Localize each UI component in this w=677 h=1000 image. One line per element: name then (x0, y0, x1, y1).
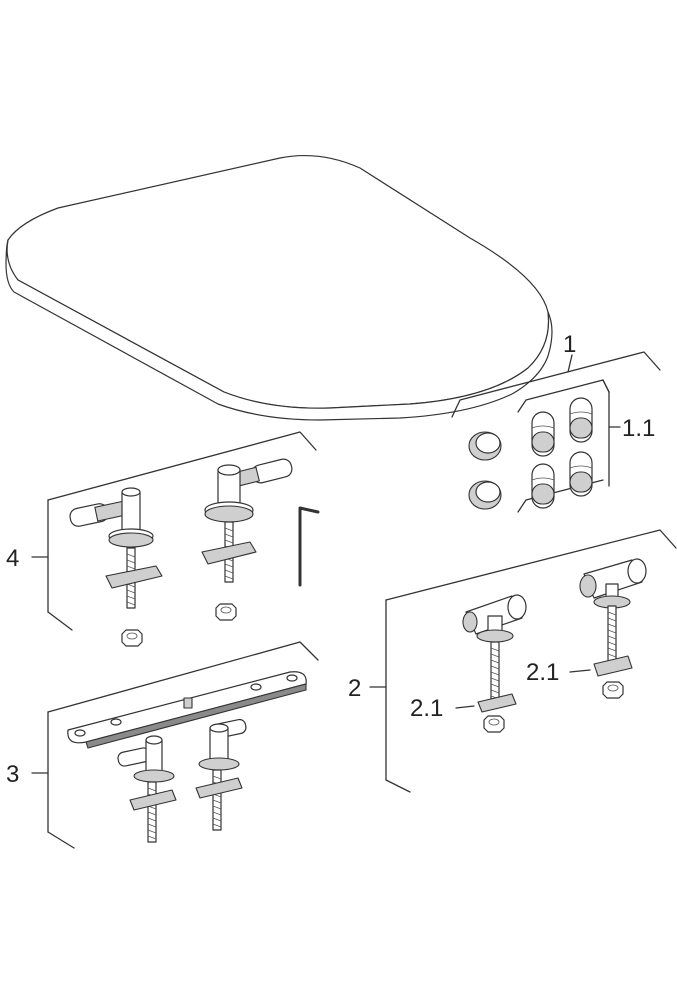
bumper-pads (531, 397, 593, 509)
bumper-pad-1 (531, 411, 555, 457)
leader-2-1-left (455, 705, 475, 709)
group-2-bracket (369, 529, 677, 793)
bumper-button-top (468, 431, 502, 461)
label-4: 4 (6, 545, 19, 572)
bumper-caps-group (517, 379, 621, 513)
washer-2-1-right (593, 655, 633, 699)
leader-2-1-right (569, 669, 591, 673)
hinge-4-right (201, 458, 293, 621)
mounting-plate (67, 671, 307, 749)
hinge-2-right (579, 558, 647, 667)
washer-2-1-left (477, 693, 517, 733)
hinge-4-left (69, 487, 163, 647)
label-2-1-right: 2.1 (526, 659, 559, 686)
bumper-buttons (468, 431, 502, 510)
hinge-3-left (117, 735, 177, 843)
bumper-pad-3 (531, 463, 555, 509)
hinge-3-right (195, 718, 247, 831)
bumper-button-bottom (468, 480, 502, 510)
bumper-pad-2 (569, 397, 593, 443)
label-2-1-left: 2.1 (410, 695, 443, 722)
bumper-pad-4 (569, 451, 593, 497)
label-2: 2 (348, 675, 361, 702)
group-3-bracket (31, 641, 319, 849)
seat-lid (5, 154, 553, 421)
group-4-bracket (31, 431, 317, 631)
group-1-bracket (451, 351, 661, 418)
hinge-2-left (462, 594, 527, 703)
allen-key (298, 506, 320, 587)
label-1-1: 1.1 (622, 415, 655, 442)
label-3: 3 (6, 761, 19, 788)
label-1: 1 (563, 331, 576, 358)
